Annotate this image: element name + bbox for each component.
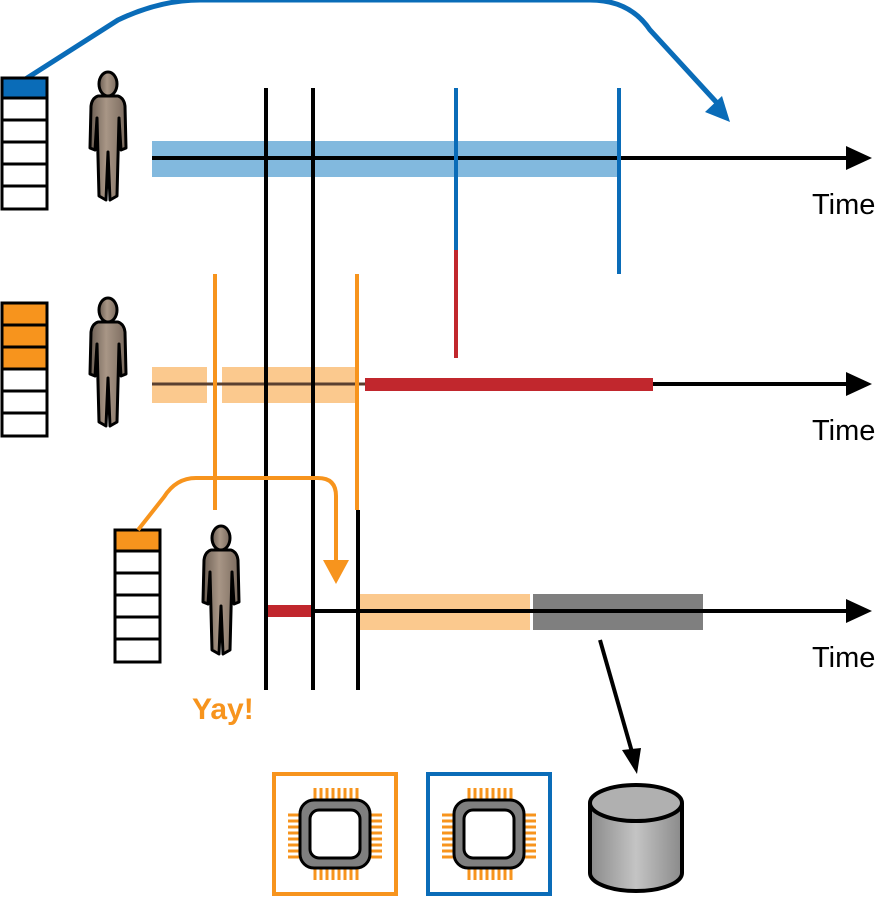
- disk-write-arrow: [598, 639, 641, 774]
- person-icon: [201, 524, 241, 656]
- timeline-label: Time: [812, 642, 875, 674]
- yay-label: Yay!: [192, 693, 254, 726]
- cpu-chip-icon: [426, 772, 552, 896]
- red-wait-bar: [268, 605, 312, 617]
- timeline-label: Time: [812, 189, 875, 221]
- cpu-chip-icon: [272, 772, 398, 896]
- queue-icon: [0, 76, 49, 211]
- red-wait-bar: [365, 378, 653, 391]
- queue-icon: [113, 528, 162, 664]
- handoff-arrow-blue: [22, 0, 730, 122]
- person-icon: [88, 296, 128, 428]
- queue-icon: [0, 301, 49, 438]
- timeline-arrowhead: [846, 599, 872, 623]
- database-icon: [588, 783, 684, 893]
- timeline-label: Time: [812, 415, 875, 447]
- timeline-arrowhead: [846, 146, 872, 170]
- person-icon: [88, 70, 128, 202]
- handoff-arrow-orange: [136, 476, 349, 584]
- timeline-arrowhead: [846, 372, 872, 396]
